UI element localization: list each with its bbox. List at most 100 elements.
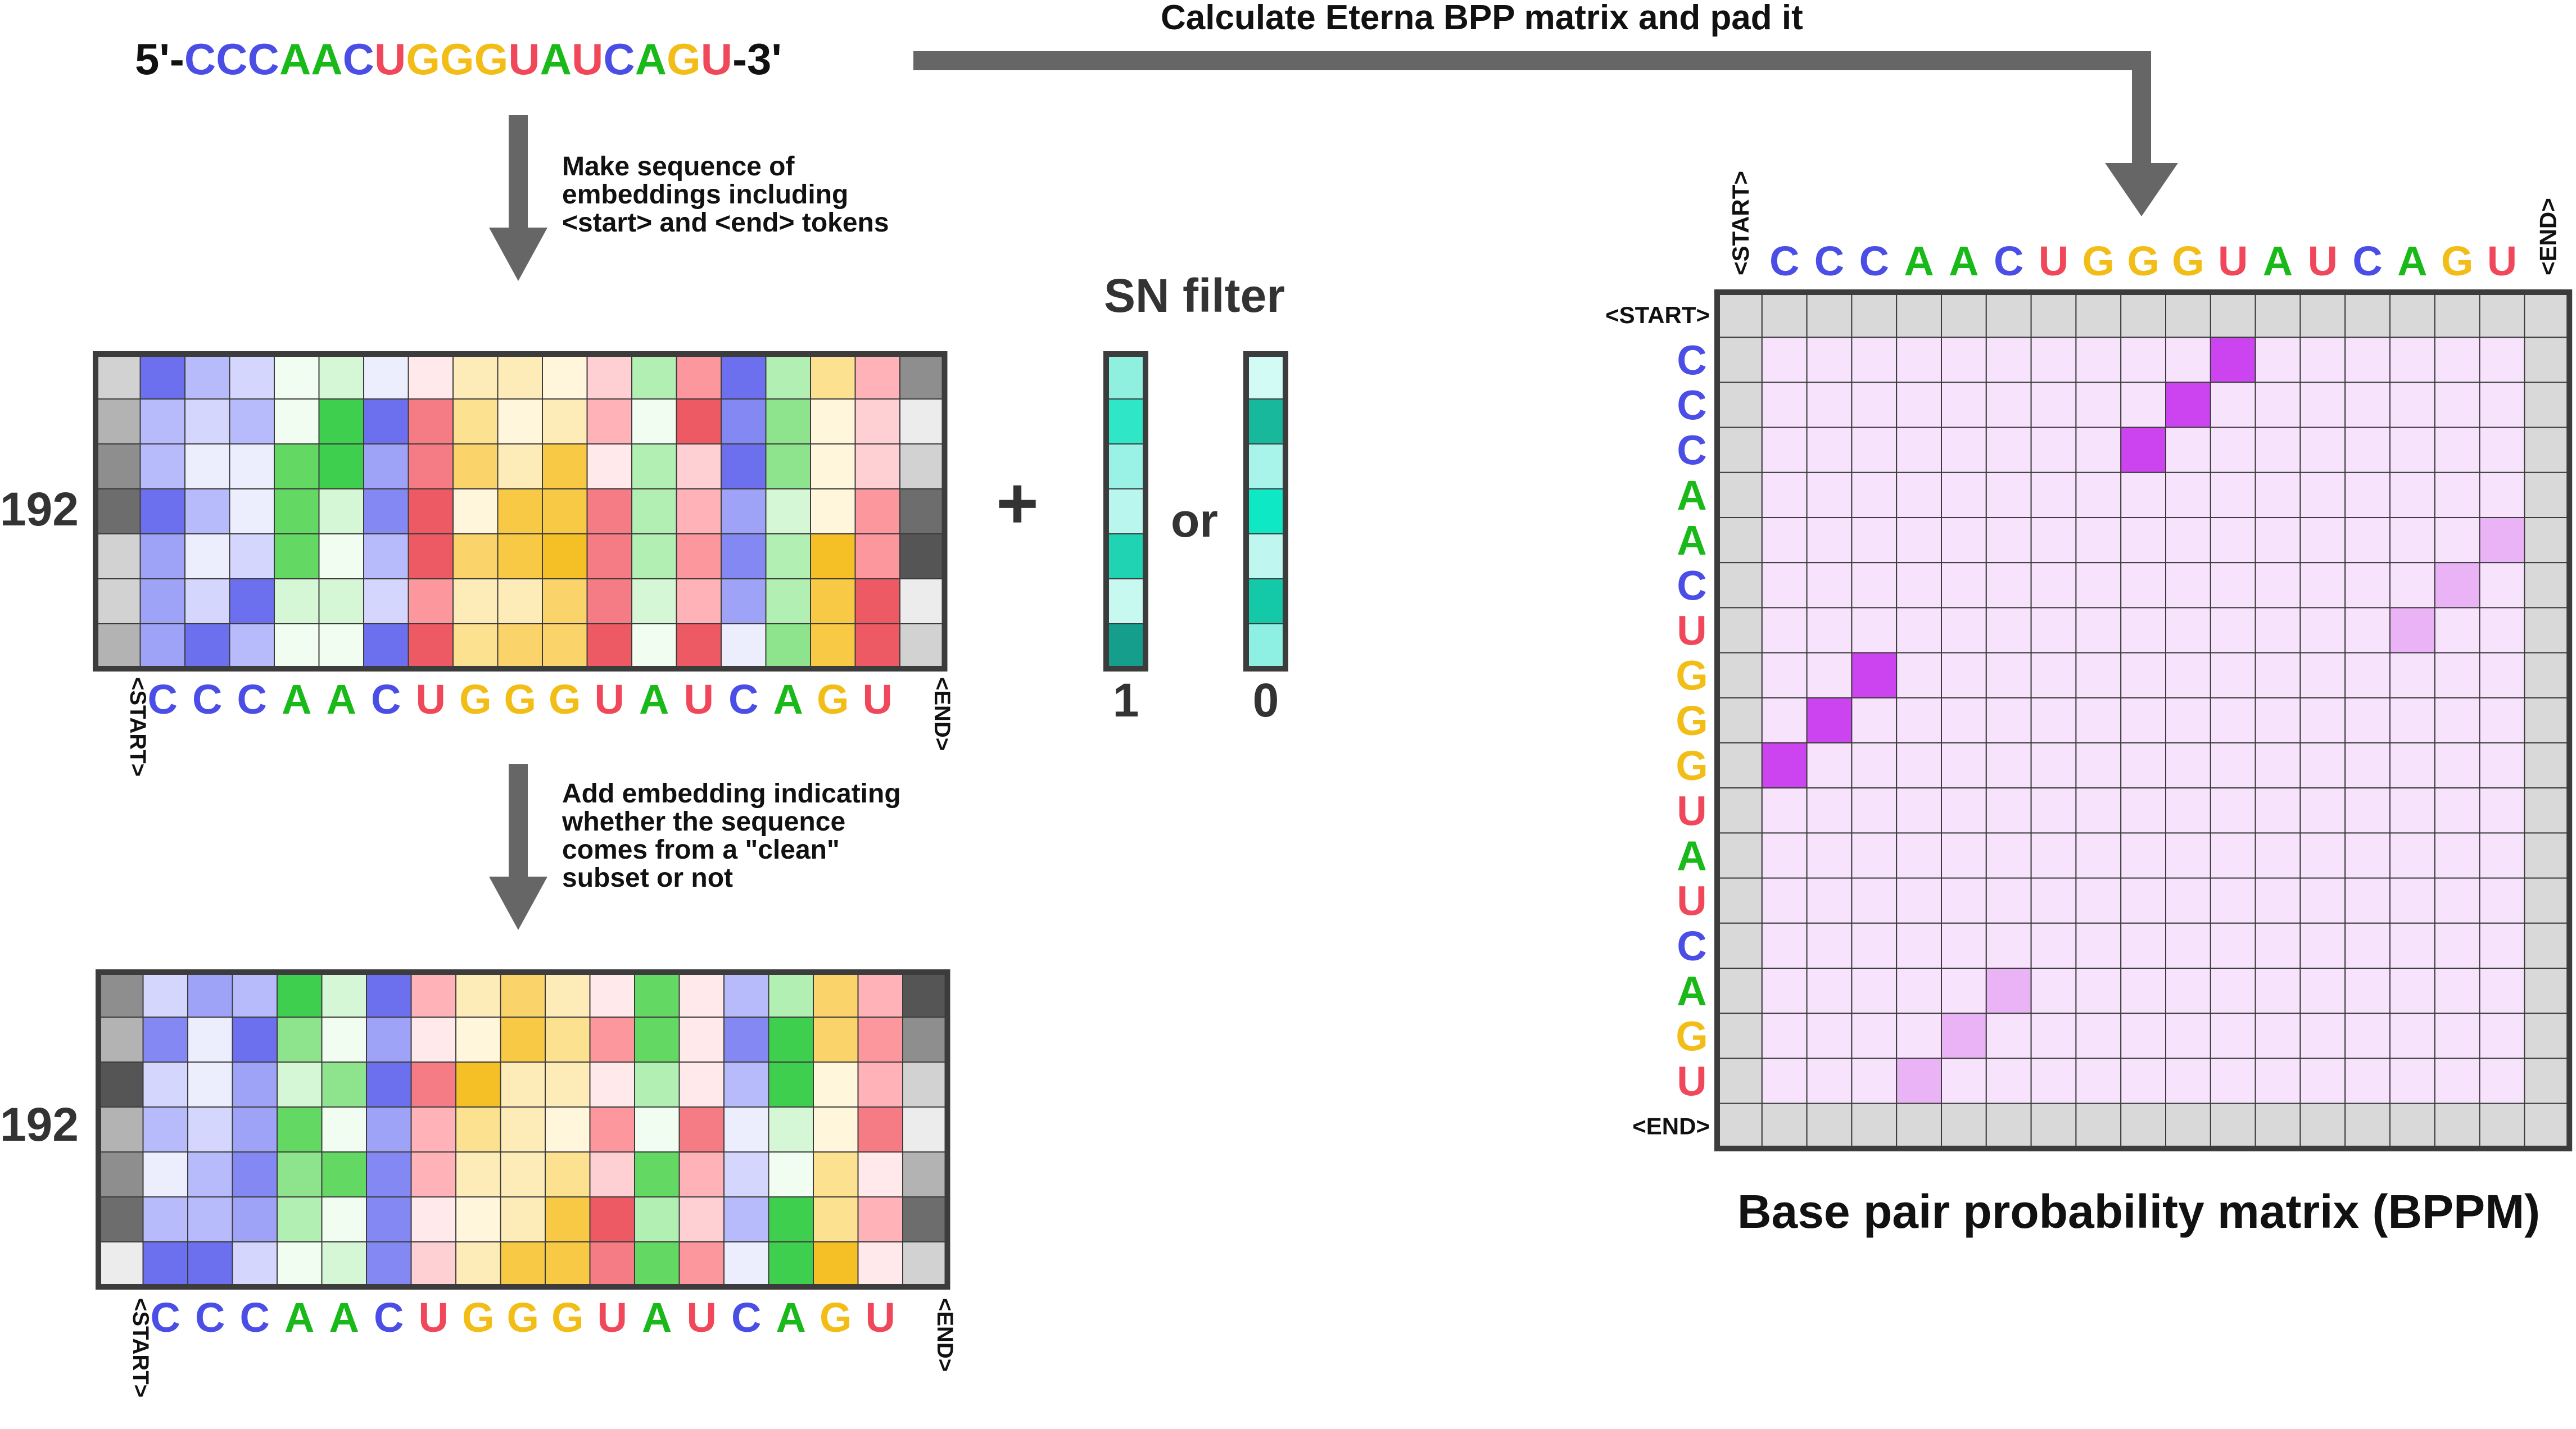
embedding-cell xyxy=(545,1196,591,1242)
embedding-cell xyxy=(98,1151,144,1197)
bppm-cell xyxy=(2165,1058,2211,1104)
sn-cell xyxy=(1246,353,1286,400)
bppm-cell xyxy=(1941,1058,1987,1104)
bppm-cell xyxy=(1761,471,1808,518)
bppm-col-label: C xyxy=(1814,238,1844,284)
bppm-col-label: G xyxy=(2441,238,2474,284)
embedding-cell xyxy=(363,488,409,534)
bppm-cell xyxy=(1896,562,1942,609)
embedding-cell xyxy=(542,533,588,579)
base-label: C xyxy=(371,676,401,723)
bppm-border xyxy=(1714,289,2573,1151)
bppm-cell xyxy=(2120,337,2166,383)
embedding-cell xyxy=(545,1151,591,1197)
embedding-cell xyxy=(634,1106,680,1153)
embedding-cell xyxy=(768,972,814,1018)
embedding-cell xyxy=(408,533,454,579)
bppm-cell xyxy=(1851,968,1898,1014)
embedding-cell xyxy=(187,1196,233,1242)
embedding-cell xyxy=(586,623,632,669)
embedding-cell xyxy=(452,533,499,579)
bppm-cell xyxy=(1896,607,1942,654)
bppm-cell xyxy=(1717,922,1763,969)
bppm-cell xyxy=(2389,427,2435,473)
bppm-cell xyxy=(2120,562,2166,609)
bppm-cell xyxy=(1941,382,1987,428)
bppm-cell xyxy=(1941,742,1987,789)
bppm-cell xyxy=(1851,742,1898,789)
start-token-label: <START> xyxy=(128,1298,153,1398)
bppm-cell xyxy=(1761,1013,1808,1059)
embedding-cell xyxy=(452,353,499,400)
bppm-col-label: A xyxy=(1904,238,1934,284)
embedding-cell xyxy=(95,533,141,579)
bppm-cell xyxy=(2120,517,2166,564)
embedding-cell xyxy=(455,1017,501,1063)
bppm-cell xyxy=(2254,337,2301,383)
embedding-cell xyxy=(500,1061,546,1108)
base-label: U xyxy=(597,1294,627,1341)
embedding-cell xyxy=(187,1106,233,1153)
embedding-cell xyxy=(857,1061,903,1108)
bppm-cell xyxy=(1941,787,1987,834)
bppm-cell xyxy=(2344,922,2391,969)
bppm-cell xyxy=(2120,292,2166,338)
embedding-cell xyxy=(721,353,767,400)
bppm-cell xyxy=(2344,1058,2391,1104)
bppm-cell xyxy=(2389,877,2435,924)
bppm-end-row-label: <END> xyxy=(1632,1113,1710,1140)
embedding-cell xyxy=(765,578,811,624)
bppm-cell xyxy=(1896,471,1942,518)
bppm-cell xyxy=(1806,1058,1853,1104)
bppm-cell xyxy=(2120,968,2166,1014)
base-label: C xyxy=(731,1294,761,1341)
base-label: G xyxy=(549,676,581,723)
bppm-cell xyxy=(2434,517,2480,564)
embedding-cell xyxy=(410,1061,456,1108)
embedding-cell xyxy=(232,1151,278,1197)
bppm-cell xyxy=(2120,382,2166,428)
embedding-cell xyxy=(813,1017,859,1063)
base-label: U xyxy=(687,1294,717,1341)
embedding-cell xyxy=(854,578,900,624)
bppm-cell xyxy=(2075,427,2122,473)
bppm-cell xyxy=(1851,1013,1898,1059)
bppm-cell xyxy=(2299,1058,2346,1104)
embedding-cell xyxy=(678,1061,725,1108)
bppm-cell xyxy=(1896,1013,1942,1059)
embedding-cell xyxy=(631,488,677,534)
bppm-col-label: G xyxy=(2082,238,2115,284)
embedding-cell xyxy=(139,623,185,669)
bppm-cell xyxy=(2434,1058,2480,1104)
bppm-cell xyxy=(2299,471,2346,518)
embedding-cell xyxy=(857,1151,903,1197)
bppm-cell xyxy=(1806,382,1853,428)
bppm-cell xyxy=(2210,382,2256,428)
seq-base: C xyxy=(216,34,247,84)
embedding-cell xyxy=(589,1196,635,1242)
embedding-cell xyxy=(455,972,501,1018)
seq-base: U xyxy=(572,34,603,84)
embedding-cell xyxy=(95,578,141,624)
bppm-row-label: U xyxy=(1677,1058,1706,1105)
bppm-cell xyxy=(1985,1058,2032,1104)
embedding-cell xyxy=(813,1106,859,1153)
bppm-cell xyxy=(2524,832,2570,879)
embedding-cell xyxy=(187,1241,233,1287)
bppm-cell xyxy=(2434,742,2480,789)
embedding-cell xyxy=(408,623,454,669)
bppm-cell xyxy=(1717,697,1763,744)
bppm-cell xyxy=(2075,697,2122,744)
bppm-col-label: G xyxy=(2127,238,2160,284)
embedding-cell xyxy=(765,353,811,400)
embedding-cell xyxy=(497,623,543,669)
bppm-cell xyxy=(1717,337,1763,383)
bppm-cell xyxy=(2389,832,2435,879)
embedding-cell xyxy=(187,972,233,1018)
bppm-caption: Base pair probability matrix (BPPM) xyxy=(1737,1185,2540,1238)
bppm-cell xyxy=(2344,652,2391,698)
seq-base: C xyxy=(603,34,635,84)
bppm-cell xyxy=(2389,382,2435,428)
